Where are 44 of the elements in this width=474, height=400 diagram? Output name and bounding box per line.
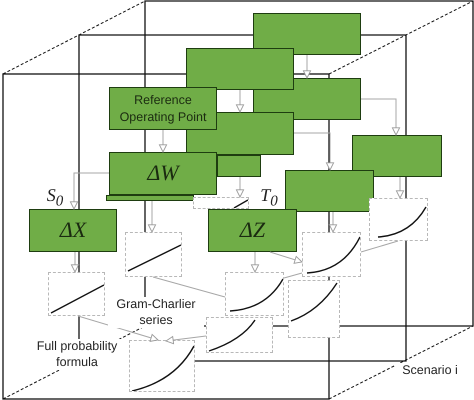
connector-line (152, 276, 226, 298)
process-box (106, 195, 194, 201)
arrow (360, 98, 400, 136)
plot-box (193, 197, 249, 209)
plot-box (369, 198, 428, 241)
process-box (253, 13, 361, 55)
connector-line (360, 240, 398, 252)
annotation-text: Gram-Charlier series (108, 297, 204, 328)
arrow (294, 132, 334, 170)
plot-box (206, 317, 273, 353)
arrow (148, 200, 156, 232)
arrow (158, 130, 168, 152)
arrow (328, 212, 338, 232)
process-box (109, 87, 217, 130)
variable-label: ΔW (146, 159, 181, 188)
plot-box (288, 280, 340, 338)
arrow (302, 54, 312, 78)
box-label: Reference Operating Point (118, 92, 208, 125)
process-box (285, 170, 374, 212)
arrow (70, 172, 110, 210)
process-box (208, 209, 297, 252)
plot-box (129, 340, 195, 392)
process-box (29, 209, 117, 252)
plot-box (302, 232, 361, 277)
process-box (217, 155, 261, 177)
arrow (166, 336, 206, 344)
plot-box (48, 272, 105, 316)
plot-box (125, 232, 182, 277)
process-box (109, 152, 217, 195)
arrow (270, 252, 302, 264)
plot-box (225, 272, 284, 316)
variable-label: ΔZ (238, 216, 266, 244)
arrow (78, 316, 158, 342)
process-box (352, 135, 442, 177)
arrow (250, 252, 260, 272)
process-box (186, 48, 294, 90)
arrow (236, 176, 244, 198)
arrow (396, 176, 404, 198)
arrow (70, 252, 80, 272)
connector-line (284, 272, 302, 278)
arrow (236, 90, 244, 112)
variable-label: T$_{0}$ (259, 184, 279, 212)
variable-label: ΔX (58, 216, 88, 244)
variable-label: S$_{0}$ (46, 184, 64, 212)
